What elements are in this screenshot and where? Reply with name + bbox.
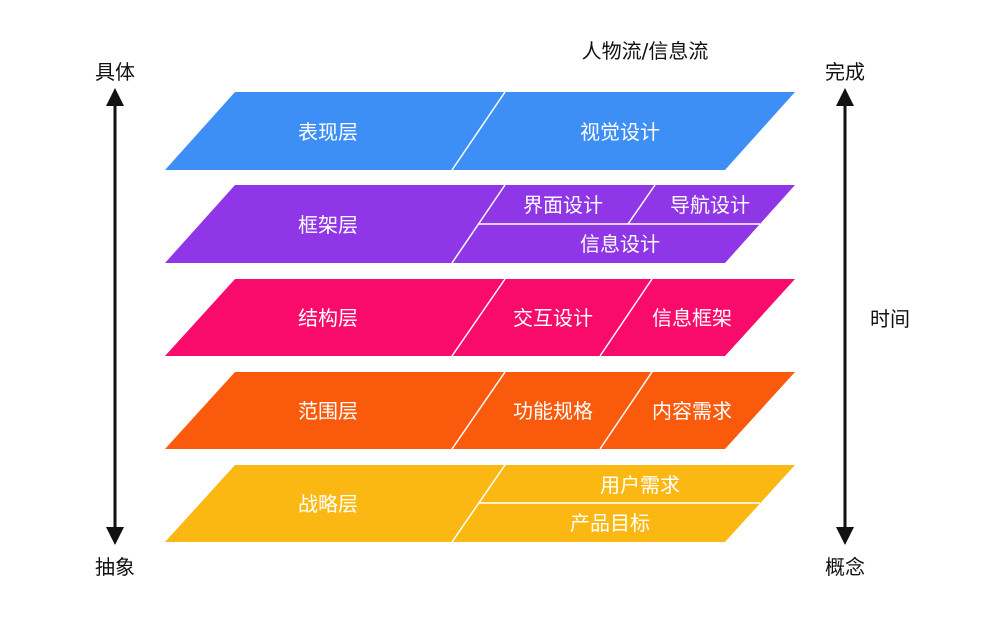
layer-presentation: 表现层 视觉设计 (165, 91, 795, 171)
layer-divider (599, 278, 653, 357)
top-label: 人物流/信息流 (582, 39, 709, 63)
layer-item-user-needs: 用户需求 (600, 473, 680, 497)
layer-structure-name: 结构层 (298, 306, 358, 330)
layer-structure: 结构层 交互设计 信息框架 (165, 278, 795, 357)
layer-divider (451, 91, 506, 171)
right-axis-top-label: 完成 (825, 60, 865, 84)
layer-divider (451, 371, 506, 450)
layer-item-interface-design: 界面设计 (523, 193, 603, 217)
layer-structure-shape (165, 279, 795, 356)
left-axis-down-arrow-icon (106, 527, 124, 545)
right-axis-bottom-label: 概念 (825, 555, 865, 579)
layer-skeleton: 框架层 界面设计 导航设计 信息设计 (165, 184, 795, 264)
left-axis-up-arrow-icon (106, 88, 124, 106)
left-axis-top-label: 具体 (95, 60, 135, 84)
layer-strategy-name: 战略层 (298, 492, 358, 516)
layer-presentation-shape (165, 92, 795, 170)
right-axis: 完成 时间 概念 (825, 60, 910, 579)
layer-item-information-architecture: 信息框架 (652, 306, 732, 330)
layer-scope-shape (165, 372, 795, 449)
right-axis-up-arrow-icon (836, 88, 854, 106)
layer-item-information-design: 信息设计 (580, 232, 660, 256)
left-axis: 具体 抽象 (95, 60, 135, 579)
layer-presentation-name: 表现层 (298, 120, 358, 144)
right-axis-middle-label: 时间 (870, 307, 910, 331)
layer-item-visual-design: 视觉设计 (580, 120, 660, 144)
layer-strategy: 战略层 用户需求 产品目标 (165, 464, 795, 543)
layer-item-navigation-design: 导航设计 (670, 193, 750, 217)
layer-scope: 范围层 功能规格 内容需求 (165, 371, 795, 450)
layer-item-product-goals: 产品目标 (570, 511, 650, 535)
layer-scope-name: 范围层 (298, 399, 358, 423)
layer-divider (599, 371, 653, 450)
layer-item-content-requirements: 内容需求 (652, 399, 732, 423)
left-axis-bottom-label: 抽象 (95, 555, 135, 579)
layer-skeleton-name: 框架层 (298, 213, 358, 237)
layer-item-interaction-design: 交互设计 (513, 306, 593, 330)
layer-divider (627, 184, 656, 225)
right-axis-down-arrow-icon (836, 527, 854, 545)
layer-item-functional-spec: 功能规格 (513, 399, 593, 423)
layer-divider (451, 278, 506, 357)
